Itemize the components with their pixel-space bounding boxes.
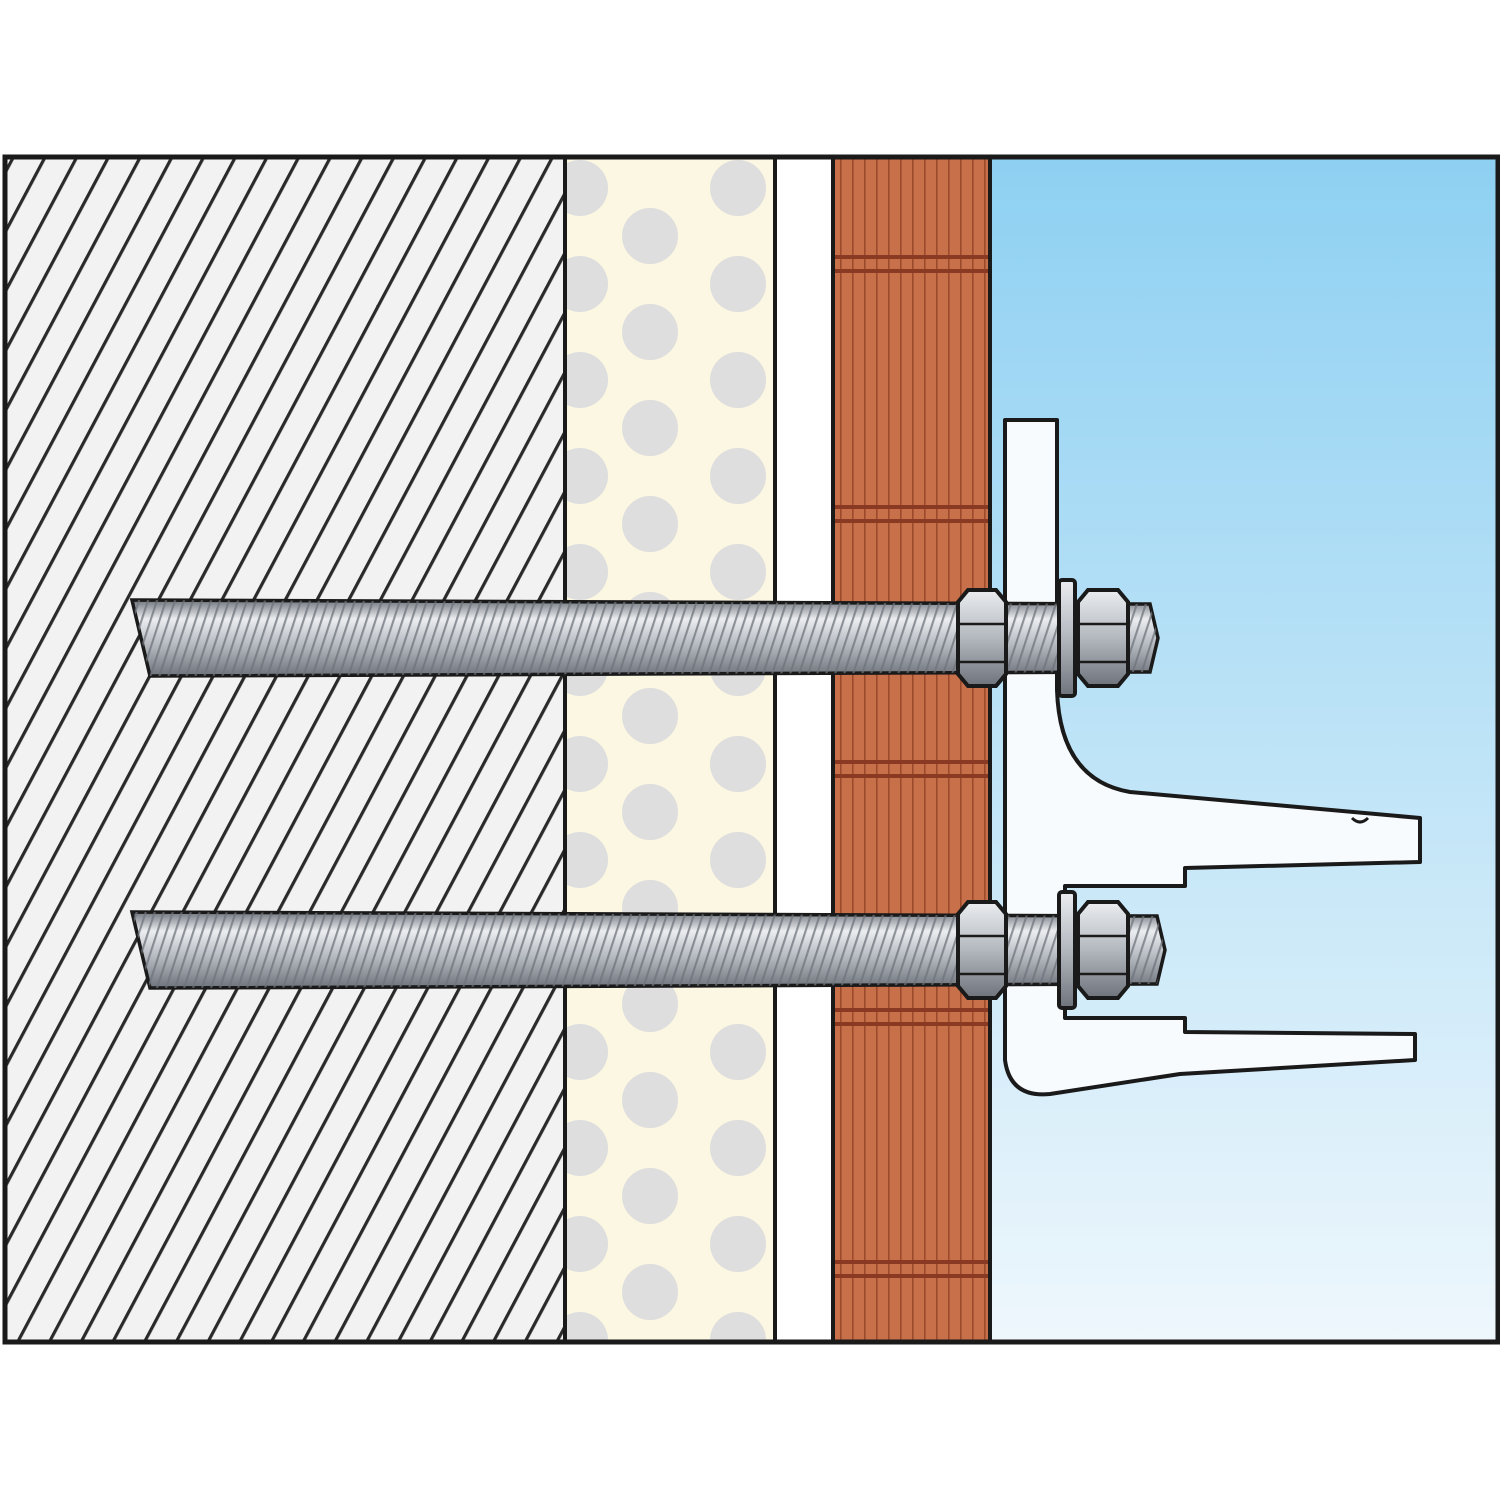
rod-thread <box>132 912 1165 988</box>
insulation-dot <box>622 208 678 264</box>
insulation-dot <box>622 400 678 456</box>
insulation-dot <box>710 448 766 504</box>
insulation-dot <box>710 1120 766 1176</box>
insulation-dot <box>565 160 608 216</box>
insulation-dot <box>622 1264 678 1320</box>
insulation-dot <box>565 352 608 408</box>
lower-anchor-rod <box>129 890 1167 1010</box>
exterior-space <box>990 157 1498 1342</box>
hex-nut <box>1076 900 1130 1000</box>
insulation-dot <box>710 1024 766 1080</box>
insulation-dot <box>710 1216 766 1272</box>
insulation-dot <box>710 832 766 888</box>
mounting-bracket <box>1003 418 1422 1097</box>
mortar-joint <box>833 505 990 509</box>
insulation-dot <box>622 1072 678 1128</box>
insulation-dot <box>622 1168 678 1224</box>
mortar-joint <box>833 269 990 273</box>
insulation-dot <box>622 496 678 552</box>
hex-nut <box>956 900 1008 1000</box>
insulation-dot <box>565 448 608 504</box>
insulation-dot <box>565 1024 608 1080</box>
insulation-dot <box>710 544 766 600</box>
mortar-joint <box>833 774 990 778</box>
insulation-dot <box>622 304 678 360</box>
mortar-joint <box>833 255 990 259</box>
insulation-dot <box>710 256 766 312</box>
insulation-dot <box>622 976 678 1032</box>
rod-thread <box>132 600 1158 676</box>
insulation-dot <box>565 1312 608 1342</box>
mortar-joint <box>833 1260 990 1264</box>
upper-anchor-rod <box>129 578 1160 698</box>
insulation-dot <box>710 160 766 216</box>
hex-nut <box>956 588 1008 688</box>
diagram-frame <box>2 154 1500 1345</box>
insulation-dot <box>710 1312 766 1342</box>
washer <box>1057 578 1077 698</box>
washer <box>1057 890 1077 1010</box>
insulation-dot <box>710 352 766 408</box>
insulation-dot <box>565 544 608 600</box>
insulation-dot <box>622 688 678 744</box>
mortar-joint <box>833 1008 990 1012</box>
mortar-joint <box>833 1022 990 1026</box>
mortar-joint <box>833 760 990 764</box>
insulation-dot <box>565 256 608 312</box>
insulation-dot <box>710 736 766 792</box>
concrete-wall <box>5 157 565 1342</box>
insulation-dot <box>565 832 608 888</box>
air-gap <box>775 157 833 1342</box>
brick-facing <box>833 157 990 1342</box>
insulation-dot <box>565 1216 608 1272</box>
bracket-notch <box>1350 816 1370 824</box>
insulation-dot <box>565 736 608 792</box>
insulation-layer <box>565 157 775 1342</box>
hex-nut <box>1076 588 1130 688</box>
mortar-joint <box>833 1274 990 1278</box>
layer-dividers <box>563 157 992 1342</box>
insulation-dot <box>565 1120 608 1176</box>
insulation-dot <box>622 784 678 840</box>
mortar-joint <box>833 519 990 523</box>
